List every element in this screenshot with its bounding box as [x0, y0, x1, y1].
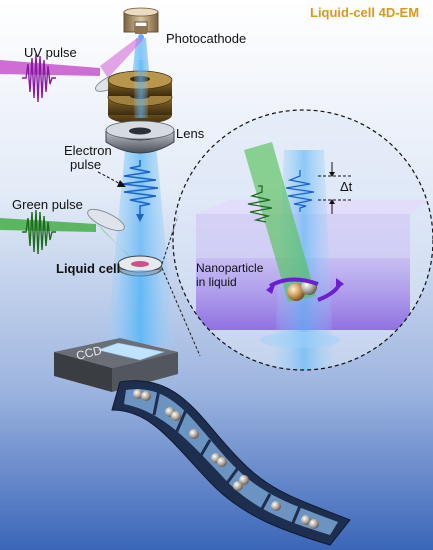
green-beam: [0, 209, 140, 266]
magnified-view: [172, 109, 433, 371]
film-strip-icon: [111, 380, 351, 546]
electron-pulse-label-line2: pulse: [70, 157, 102, 172]
green-pulse-wave: [22, 209, 56, 255]
green-mirror-icon: [87, 208, 125, 232]
film-particles: [133, 389, 319, 529]
uv-pulse-wave: [22, 53, 56, 103]
uv-pulse-label: UV pulse: [24, 45, 77, 60]
lens-icon: [105, 120, 175, 154]
photocathode-icon: [123, 7, 159, 40]
delta-t-marker: [318, 162, 352, 214]
electron-pulse-label-line1: Electron: [64, 143, 112, 158]
green-pulse-label: Green pulse: [12, 197, 83, 212]
photocathode-label: Photocathode: [166, 31, 247, 46]
delta-t-label: Δt: [340, 179, 353, 194]
nanoparticle-label-line2: in liquid: [196, 275, 237, 289]
lens-label: Lens: [176, 126, 205, 141]
nanoparticle-icon: [287, 283, 305, 301]
liquid-cell-label: Liquid cell: [56, 261, 121, 276]
electron-arrow: [136, 214, 144, 222]
uv-beam: [0, 38, 143, 103]
electron-pulse-wave: [121, 160, 159, 218]
nanoparticle-label-line1: Nanoparticle: [196, 261, 264, 275]
magnifier-outline: [172, 109, 433, 371]
diagram-title: Liquid-cell 4D-EM: [310, 5, 420, 20]
